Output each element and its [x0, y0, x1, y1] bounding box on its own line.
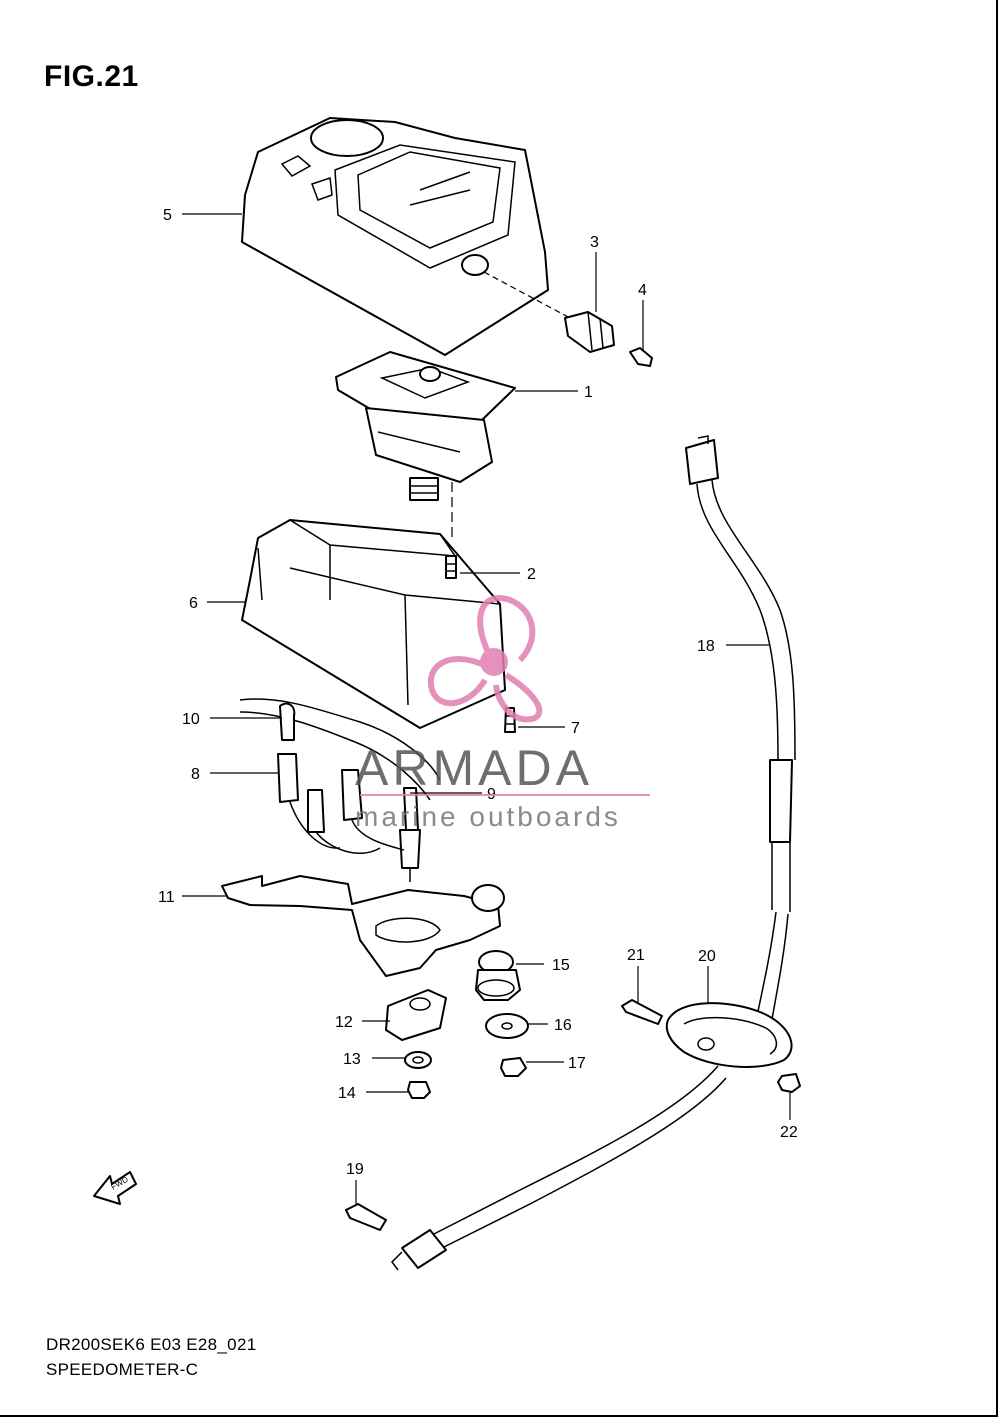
part-15-grommet [475, 950, 521, 1001]
part-10-wire-cover [239, 698, 441, 801]
part-19-bolt [345, 1203, 387, 1231]
part-22-nut [777, 1073, 801, 1093]
part-21-bolt [621, 999, 663, 1025]
part-4-screw [629, 347, 653, 367]
part-20-cable-clamp [665, 1002, 793, 1068]
callout-7: 7 [571, 720, 580, 737]
callout-12: 12 [335, 1014, 353, 1031]
callout-1: 1 [584, 384, 593, 401]
callout-15: 15 [552, 957, 570, 974]
figure-caption: SPEEDOMETER-C [46, 1360, 199, 1379]
callout-3: 3 [590, 234, 599, 251]
part-14-nut [407, 1081, 431, 1099]
callout-labels: 1 2 3 4 5 6 7 8 9 10 11 12 13 14 15 16 1… [158, 207, 798, 1178]
callout-8: 8 [191, 766, 200, 783]
callout-10: 10 [182, 711, 200, 728]
callout-5: 5 [163, 207, 172, 224]
watermark-tagline: marine outboards [355, 801, 621, 832]
part-11-bracket [221, 875, 505, 977]
callout-21: 21 [627, 947, 645, 964]
callout-19: 19 [346, 1161, 364, 1178]
callout-18: 18 [697, 638, 715, 655]
part-16-washer [485, 1013, 529, 1039]
figure-title: FIG.21 [44, 60, 139, 93]
callout-22: 22 [780, 1124, 798, 1141]
callout-4: 4 [638, 282, 647, 299]
watermark-brand: ARMADA [355, 740, 593, 796]
part-2-screw [445, 555, 457, 579]
propeller-logo-icon [427, 595, 543, 723]
part-17-nut [500, 1057, 527, 1077]
part-18-speedometer-cable [391, 435, 796, 1271]
callout-11: 11 [158, 889, 175, 906]
callout-20: 20 [698, 948, 716, 965]
callout-6: 6 [189, 595, 198, 612]
callout-17: 17 [568, 1055, 586, 1072]
watermark: ARMADA marine outboards [355, 595, 650, 832]
callout-16: 16 [554, 1017, 572, 1034]
callout-leaders [182, 213, 791, 1206]
part-12-rubber-mount [385, 989, 447, 1041]
part-1-meter-assembly [335, 351, 516, 540]
part-13-washer [404, 1051, 432, 1069]
part-5-meter-cover [241, 117, 549, 356]
callout-14: 14 [338, 1085, 356, 1102]
part-3-cable-nut [483, 271, 615, 353]
callout-2: 2 [527, 566, 536, 583]
part-8-9-bulb-sockets [277, 753, 421, 882]
callout-13: 13 [343, 1051, 361, 1068]
fwd-arrow-icon: FWD [93, 1171, 137, 1205]
part-6-meter-case [241, 519, 506, 729]
model-code: DR200SEK6 E03 E28_021 [46, 1335, 257, 1354]
propeller-hub [480, 648, 508, 676]
watermark-rule [360, 794, 650, 796]
